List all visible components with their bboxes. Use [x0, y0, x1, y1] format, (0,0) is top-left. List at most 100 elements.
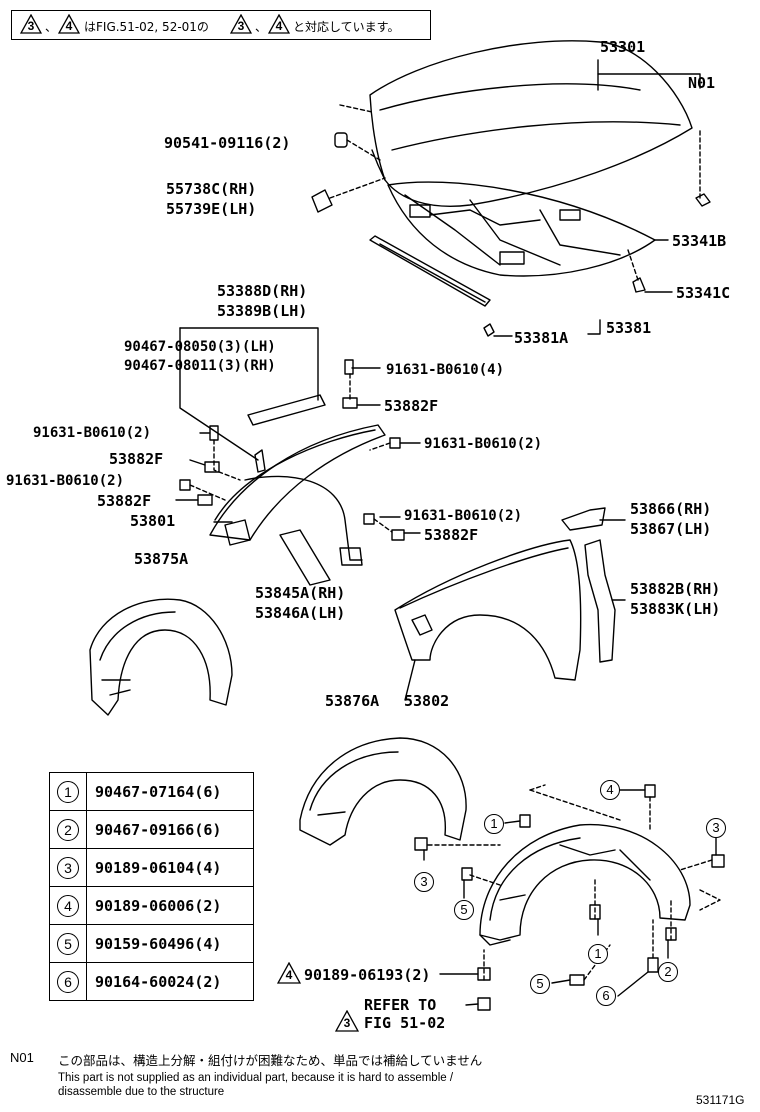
triangle-icon — [335, 1010, 359, 1032]
label-bracket-rh: 53388D(RH) — [217, 282, 308, 300]
liner-clips — [414, 784, 725, 1011]
row-number: 5 — [57, 932, 79, 955]
row-part: 90467-09166(6) — [86, 810, 254, 849]
callout-4: 4 — [600, 780, 620, 800]
figure-id: 531171G — [696, 1093, 745, 1107]
label-apron: 53801 — [130, 512, 176, 530]
label-bolt-left-2: 91631-B0610(2) — [6, 473, 125, 489]
label-n01: N01 — [688, 74, 716, 92]
label-clip-53341c: 53341C — [676, 284, 731, 302]
row-part: 90189-06104(4) — [86, 848, 254, 887]
front-fender — [394, 539, 582, 681]
callout-5-lower: 5 — [530, 974, 550, 994]
triangle-icon — [268, 14, 290, 34]
fender-liner-left — [89, 598, 233, 716]
callout-6: 6 — [596, 986, 616, 1006]
label-brace-lh: 53867(LH) — [630, 520, 712, 538]
dashed-leaders-upper — [329, 104, 701, 281]
label-seal-rh: 53882B(RH) — [630, 580, 721, 598]
label-cushion-rh: 55738C(RH) — [166, 180, 257, 198]
header-sep-3: 、 — [255, 20, 268, 34]
header-text-4: と対応しています。 — [293, 20, 400, 34]
row-number: 2 — [57, 818, 79, 841]
table-row: 3 90189-06104(4) — [49, 848, 254, 887]
note-en-line2: disassemble due to the structure — [58, 1086, 225, 1098]
label-bolt-top: 91631-B0610(4) — [386, 362, 505, 378]
hood-inner-frame — [387, 181, 656, 277]
row-part: 90164-60024(2) — [86, 962, 254, 1001]
fender-seal — [584, 539, 616, 663]
label-clip-bottom: 90189-06193(2) — [304, 966, 431, 984]
solid-leaders-upper — [493, 59, 701, 337]
label-nut-53882f-2: 53882F — [109, 450, 164, 468]
solid-leaders-mid — [175, 327, 626, 601]
callout-2: 2 — [658, 962, 678, 982]
header-sep-1: 、 — [45, 20, 58, 34]
row-number: 3 — [57, 856, 79, 879]
callout-1-lower: 1 — [588, 944, 608, 964]
hood-clips — [311, 132, 711, 337]
note-code: N01 — [10, 1050, 34, 1065]
triangle-icon — [58, 14, 80, 34]
header-tri-b-2: 4 — [275, 19, 283, 33]
header-note-box: 3 、 4 はFIG.51-02, 52-01の 3 、 4 と対応しています。 — [11, 10, 431, 40]
triangle-icon — [230, 14, 252, 34]
header-tri-b: 4 — [65, 19, 73, 33]
callout-3-right: 3 — [706, 818, 726, 838]
label-bolt-mid: 91631-B0610(2) — [404, 508, 523, 524]
label-bracket-lh: 53389B(LH) — [217, 302, 308, 320]
label-brace-rh: 53866(RH) — [630, 500, 712, 518]
row-part: 90159-60496(4) — [86, 924, 254, 963]
label-support-rh: 53845A(RH) — [255, 584, 346, 602]
label-nut-53882f-1: 53882F — [384, 397, 439, 415]
dashed-leaders-lower — [427, 784, 721, 981]
row-number: 6 — [57, 970, 79, 993]
label-liner-53875a: 53875A — [134, 550, 189, 568]
solid-leaders-lower — [404, 659, 717, 1006]
label-cushion-lh: 55739E(LH) — [166, 200, 257, 218]
note-en-line1: This part is not supplied as an individu… — [58, 1072, 454, 1084]
row-part: 90189-06006(2) — [86, 886, 254, 925]
callout-3-left: 3 — [414, 872, 434, 892]
label-bolt-left-1: 91631-B0610(2) — [33, 425, 152, 441]
triangle-icon — [20, 14, 42, 34]
fender-apron-assembly — [209, 394, 386, 586]
bottom-tri-4: 4 — [285, 968, 293, 982]
note-jp: この部品は、構造上分解・組付けが困難なため、単品では補給していません — [58, 1053, 483, 1068]
label-fender: 53802 — [404, 692, 450, 710]
label-insulator: 53341B — [672, 232, 727, 250]
table-row: 6 90164-60024(2) — [49, 962, 254, 1001]
hood-panel — [369, 40, 693, 207]
callout-1-upper: 1 — [484, 814, 504, 834]
table-row: 2 90467-09166(6) — [49, 810, 254, 849]
row-part: 90467-07164(6) — [86, 772, 254, 811]
label-nut-53882f-3: 53882F — [97, 492, 152, 510]
parts-table: 1 90467-07164(6) 2 90467-09166(6) 3 90189-0… — [49, 772, 254, 1001]
dashed-leaders-mid — [189, 373, 393, 533]
label-clip-90541: 90541-09116(2) — [164, 134, 291, 152]
hood-seal-strip — [369, 235, 491, 307]
callout-5-upper: 5 — [454, 900, 474, 920]
table-row: 5 90159-60496(4) — [49, 924, 254, 963]
header-tri-a: 3 — [27, 19, 35, 33]
bottom-tri-3: 3 — [343, 1016, 351, 1030]
label-bolt-right-1: 91631-B0610(2) — [424, 436, 543, 452]
label-seal-lh: 53883K(LH) — [630, 600, 721, 618]
inner-fender-liner — [479, 823, 691, 946]
label-refer-line1: REFER TO — [364, 996, 437, 1014]
label-nut-08011: 90467-08011(3)(RH) — [124, 358, 276, 374]
table-row: 4 90189-06006(2) — [49, 886, 254, 925]
label-hood: 53301 — [600, 38, 646, 56]
fender-liner-right — [299, 737, 467, 846]
row-number: 1 — [57, 780, 79, 803]
header-text-2: はFIG.51-02, 52-01の — [84, 20, 209, 34]
label-seal-53381a: 53381A — [514, 329, 569, 347]
label-seal-53381: 53381 — [606, 319, 652, 337]
header-tri-a-2: 3 — [237, 19, 245, 33]
label-nut-53882f-4: 53882F — [424, 526, 479, 544]
fender-brace — [561, 507, 606, 531]
label-liner-53876a: 53876A — [325, 692, 380, 710]
table-row: 1 90467-07164(6) — [49, 772, 254, 811]
row-number: 4 — [57, 894, 79, 917]
